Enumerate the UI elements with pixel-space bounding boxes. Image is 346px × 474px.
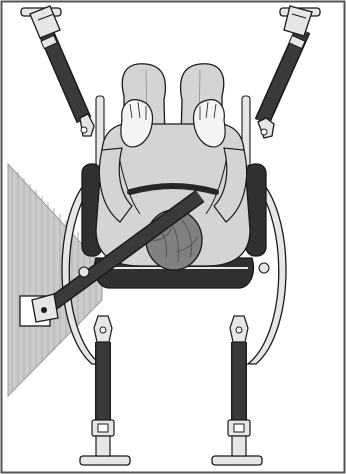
floor-anchor-rear-right (212, 456, 262, 465)
right-wheel-hub (259, 263, 269, 273)
front-right-tiedown-strap (258, 6, 312, 138)
left-wheel-hub (79, 267, 89, 277)
floor-anchor-rear-left (80, 456, 130, 465)
rear-right-tiedown-strap (228, 316, 250, 456)
front-left-tiedown-strap (30, 6, 94, 136)
rear-left-tiedown-strap (92, 316, 114, 456)
